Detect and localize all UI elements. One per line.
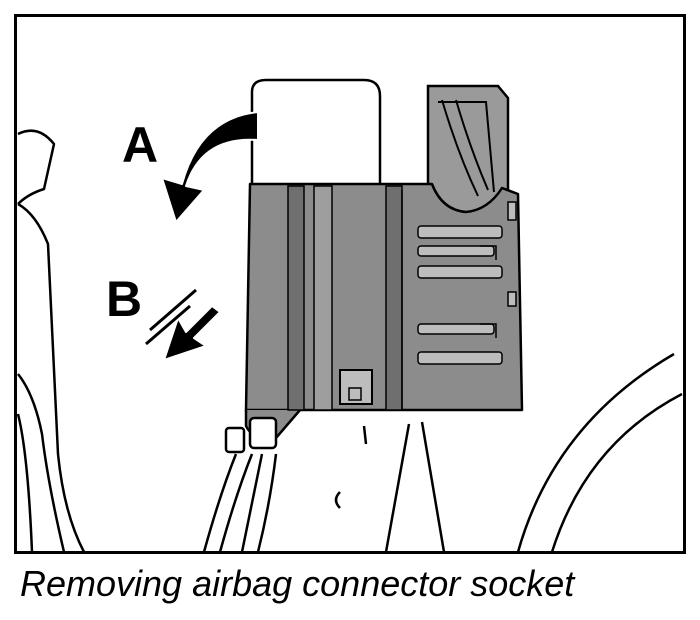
socket-slot-3 — [417, 265, 503, 279]
right-contour-1 — [516, 352, 675, 553]
socket-slot-2-hook — [480, 245, 497, 260]
socket-rib-3 — [385, 185, 403, 411]
left-panel-inner-2 — [16, 413, 34, 553]
curved-arrow-a-shape — [161, 111, 259, 223]
arrow-b-motion-line-2 — [145, 304, 191, 346]
clamp-left — [224, 426, 246, 454]
illustration-frame: A B — [14, 14, 686, 554]
socket-rib-2 — [313, 185, 333, 411]
socket-slot-5 — [417, 351, 503, 365]
socket-slot-1 — [417, 225, 503, 239]
background-bracket — [250, 78, 382, 184]
straight-arrow-b-icon — [145, 288, 221, 361]
wire-3 — [240, 453, 264, 553]
socket-rib-1 — [287, 185, 305, 411]
left-panel-top — [17, 129, 56, 205]
socket-tab-1 — [507, 201, 517, 221]
socket-lock-window — [339, 369, 373, 405]
base-hole — [334, 491, 341, 509]
straight-arrow-b-shape — [163, 305, 221, 361]
latch-slot — [441, 99, 479, 197]
clamp-right — [248, 416, 278, 450]
figure-caption: Removing airbag connector socket — [20, 563, 575, 604]
label-b: B — [106, 271, 142, 327]
socket-slot-4-hook — [480, 323, 497, 338]
connector-wires — [202, 453, 278, 553]
base-strut-left — [384, 423, 411, 553]
base-strut-right — [420, 421, 446, 553]
background-parts — [16, 78, 683, 553]
left-panel-inner — [17, 373, 66, 553]
latch-inner-edge — [438, 101, 495, 193]
wire-2 — [218, 453, 254, 553]
arrow-b-motion-line-1 — [149, 288, 197, 332]
left-panel-edge — [17, 202, 86, 553]
airbag-connector-illustration: A B — [14, 14, 686, 554]
curved-arrow-a-icon — [161, 111, 259, 223]
latch-slot-2 — [455, 99, 489, 191]
wire-clamp — [224, 416, 278, 454]
socket-lock-tab — [348, 387, 362, 401]
connector-socket — [244, 182, 524, 440]
wire-1 — [202, 453, 238, 553]
right-contour-2 — [550, 392, 683, 553]
socket-tab-2 — [507, 291, 517, 307]
base-notch — [362, 425, 368, 445]
socket-slot-4 — [417, 323, 495, 335]
wire-4 — [256, 453, 278, 553]
label-a: A — [122, 117, 158, 173]
socket-slot-2 — [417, 245, 495, 257]
